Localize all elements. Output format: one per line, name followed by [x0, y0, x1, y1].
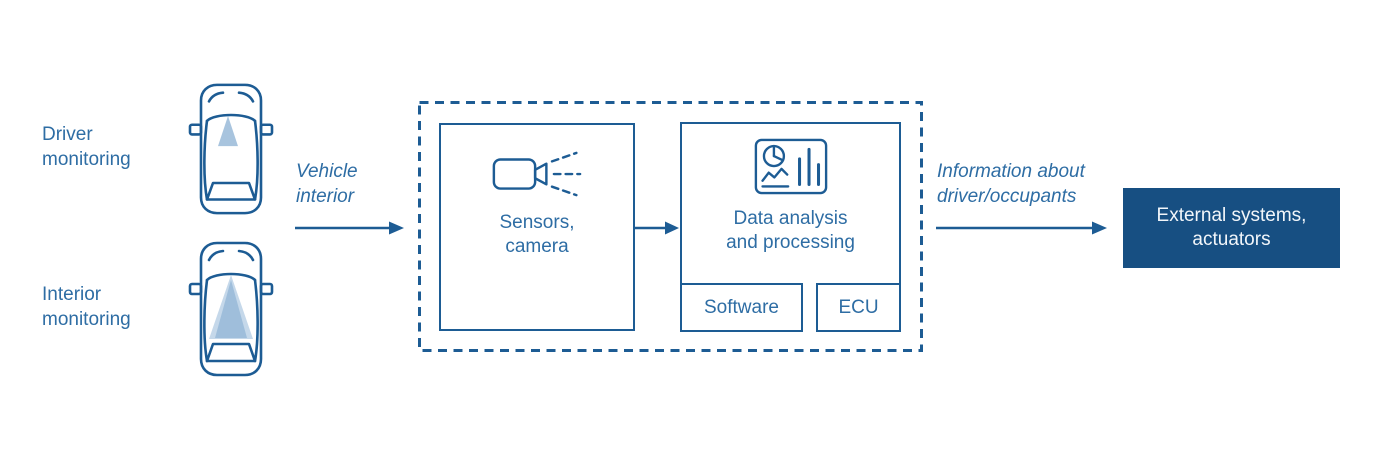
- external-systems-box: External systems, actuators: [1123, 188, 1340, 268]
- interior-monitoring-label: Interior monitoring: [42, 284, 131, 330]
- external-systems-label: External systems, actuators: [1156, 205, 1307, 250]
- driver-monitoring-label: Driver monitoring: [42, 124, 131, 170]
- arrow-right-icon: [295, 221, 404, 235]
- interior-camera-cone-inner: [215, 280, 247, 338]
- information-arrow-label: Information about driver/occupants: [937, 161, 1085, 207]
- software-label: Software: [704, 296, 779, 318]
- arrow-right-icon: [936, 221, 1107, 235]
- car-top-view-interior-cone-icon: [188, 241, 274, 377]
- ecu-box: ECU: [816, 283, 901, 332]
- driver-camera-cone: [218, 115, 238, 147]
- software-box: Software: [680, 283, 803, 332]
- data-analysis-label: Data analysis and processing: [726, 208, 855, 253]
- vehicle-interior-system-boundary: [418, 101, 923, 352]
- sensors-camera-box: Sensors, camera: [439, 123, 635, 331]
- data-analysis-box: Data analysis and processing: [680, 122, 901, 283]
- sensors-camera-label: Sensors, camera: [499, 212, 575, 257]
- ecu-label: ECU: [838, 296, 879, 318]
- vehicle-interior-arrow-label: Vehicle interior: [296, 161, 358, 207]
- analytics-charts-icon: [754, 138, 827, 195]
- arrow-right-icon: [634, 221, 679, 235]
- car-top-view-driver-cone-icon: [188, 83, 274, 215]
- video-camera-icon: [492, 151, 582, 197]
